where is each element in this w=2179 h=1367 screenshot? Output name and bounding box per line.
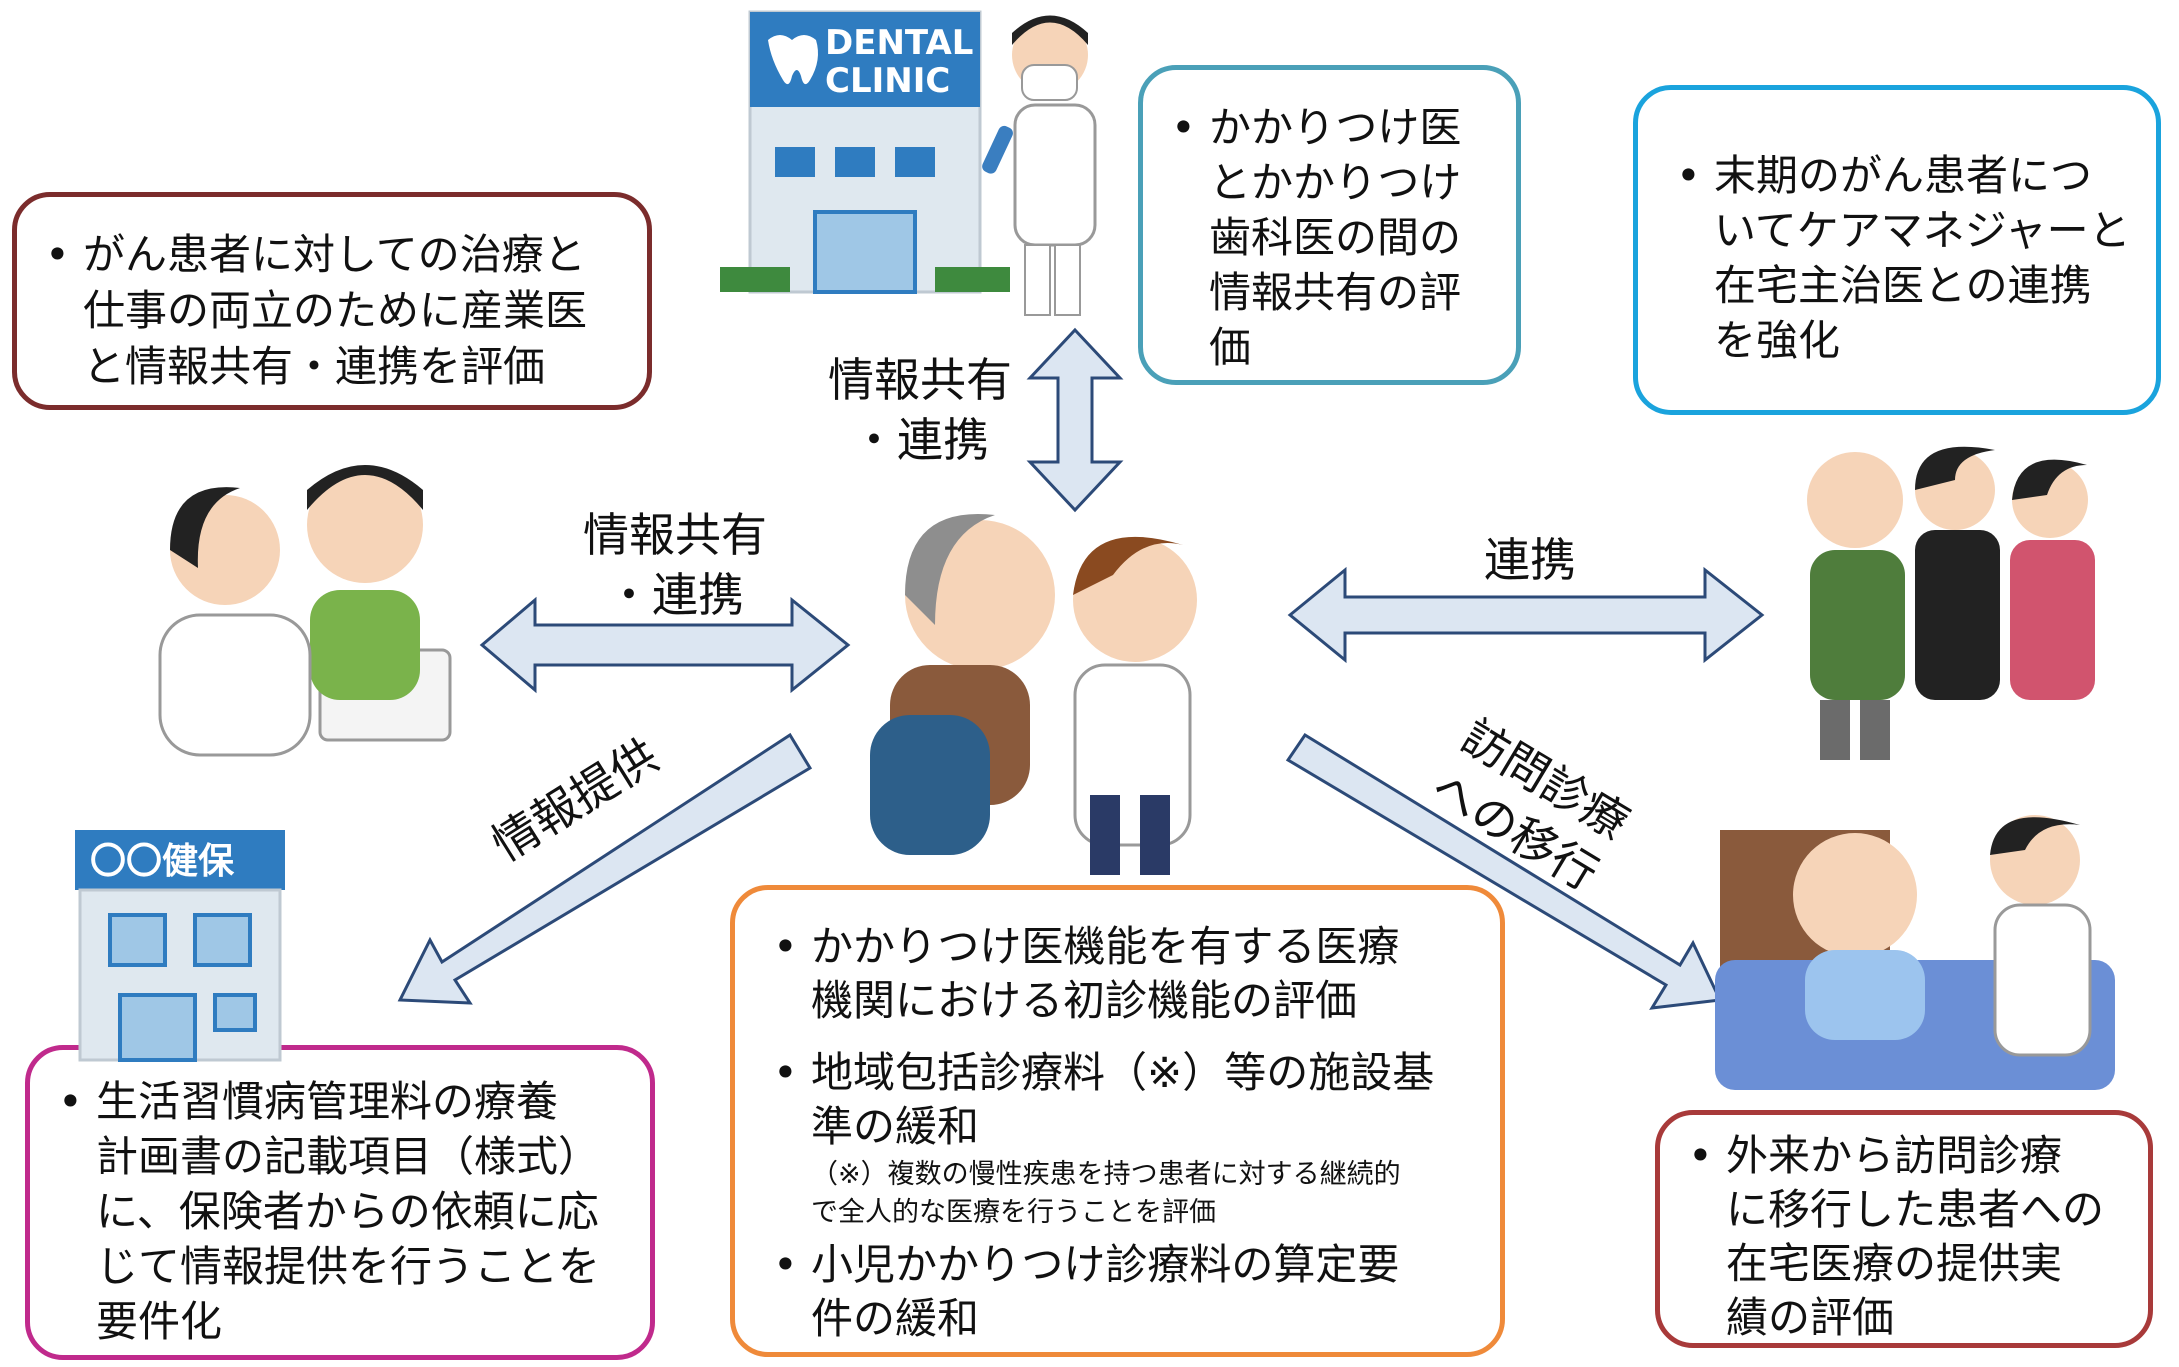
- center-doctor-patient-illustration: [870, 514, 1197, 875]
- box-cancer-care-manager: •末期のがん患者につ いてケアマネジャーと 在宅主治医との連携 を強化: [1633, 85, 2161, 415]
- arrow-right-horizontal: [1287, 566, 1765, 664]
- dentist-illustration: [982, 15, 1097, 316]
- doctor-patient-left-illustration: [158, 465, 452, 757]
- clinic-sign-text: DENTAL CLINIC: [825, 23, 974, 101]
- label-top-share: 情報共有 ・連携: [828, 353, 1012, 467]
- arrow-lower-left: [397, 732, 813, 1005]
- box-occupational-physician: •がん患者に対しての治療と 仕事の両立のために産業医 と情報共有・連携を評価: [12, 192, 652, 410]
- insurer-sign-text: 〇〇健保: [90, 841, 235, 882]
- center-note: （※）複数の慢性疾患を持つ患者に対する継続的 で全人的な医療を行うことを評価: [811, 1159, 1401, 1228]
- center-item-1: •かかりつけ医機能を有する医療 機関における初診機能の評価: [773, 922, 1400, 1025]
- center-item-2: •地域包括診療料（※）等の施設基 準の緩和: [773, 1048, 1435, 1151]
- tooth-icon: [768, 35, 818, 85]
- box-center-functions: •かかりつけ医機能を有する医療 機関における初診機能の評価 •地域包括診療料（※…: [730, 885, 1505, 1357]
- box-text: 生活習慣病管理料の療養 計画書の記載項目（様式） に、保険者からの依頼に応 じて…: [96, 1077, 601, 1346]
- box-insurer-info: •生活習慣病管理料の療養 計画書の記載項目（様式） に、保険者からの依頼に応 じ…: [25, 1045, 655, 1360]
- home-visit-illustration: [1715, 815, 2115, 1090]
- center-item-3: •小児かかりつけ診療料の算定要 件の緩和: [773, 1240, 1400, 1343]
- family-illustration: [1807, 446, 2095, 760]
- box-text: がん患者に対しての治療と 仕事の両立のために産業医 と情報共有・連携を評価: [83, 230, 588, 391]
- label-left-share: 情報共有 ・連携: [583, 508, 767, 622]
- box-home-visit-record: •外来から訪問診療 に移行した患者への 在宅医療の提供実 績の評価: [1655, 1110, 2153, 1348]
- box-text: 外来から訪問診療 に移行した患者への 在宅医療の提供実 績の評価: [1726, 1131, 2105, 1342]
- box-text: かかりつけ医 とかかりつけ 歯科医の間の 情報共有の評 価: [1209, 103, 1462, 372]
- box-text: 末期のがん患者につ いてケアマネジャーと 在宅主治医との連携 を強化: [1714, 151, 2131, 365]
- insurer-building-illustration: [75, 830, 285, 1062]
- box-dental-sharing: •かかりつけ医 とかかりつけ 歯科医の間の 情報共有の評 価: [1138, 65, 1521, 385]
- arrow-left-horizontal: [479, 596, 851, 694]
- dental-clinic-illustration: [720, 10, 1010, 294]
- arrow-vertical: [1026, 327, 1124, 513]
- arrow-lower-right: [1285, 732, 1723, 1010]
- label-right-link: 連携: [1484, 533, 1576, 587]
